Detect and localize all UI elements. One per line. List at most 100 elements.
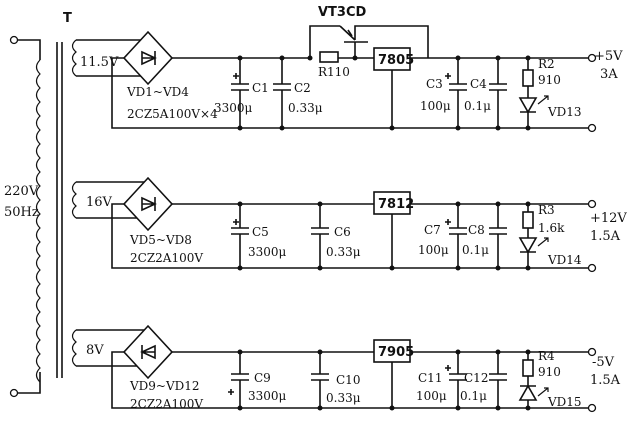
transistor-label: VT3CD <box>318 5 367 20</box>
c12-capacitor <box>489 352 507 408</box>
bridge-2-diode-icon <box>141 196 157 212</box>
c9-label: C9 <box>254 371 271 385</box>
transistor-vt3cd <box>309 25 429 58</box>
rail-5v: VD1~VD4 2CZ5A100V×4 C1 3300μ C2 0.33μ VT… <box>76 5 623 133</box>
c2-value: 0.33μ <box>288 101 323 115</box>
c1-label: C1 <box>252 81 269 95</box>
output-5v-terminal <box>587 53 597 63</box>
secondary-1-voltage: 11.5V <box>80 55 119 70</box>
junction-dot <box>237 405 243 411</box>
junction-dot <box>495 405 501 411</box>
input-voltage-label: 220V <box>4 184 39 199</box>
junction-dot <box>495 125 501 131</box>
bridge-2-label-a: VD5~VD8 <box>129 233 192 247</box>
output-5v-ground-terminal <box>587 123 597 133</box>
output-12v-ground-terminal <box>587 263 597 273</box>
c4-label: C4 <box>470 77 487 91</box>
r1-resistor <box>319 51 339 63</box>
junction-dot <box>279 55 285 61</box>
junction-dot <box>237 349 243 355</box>
regulator-7805-leads <box>391 57 590 128</box>
led-vd14-arrow-icon <box>537 237 549 247</box>
junction-dot <box>317 405 323 411</box>
junction-dot <box>317 349 323 355</box>
c11-value: 100μ <box>416 389 447 403</box>
secondary-3-voltage: 8V <box>86 343 104 358</box>
regulator-7905-label: 7905 <box>378 345 414 360</box>
junction-dot <box>525 405 531 411</box>
c2-label: C2 <box>294 81 311 95</box>
junction-dot <box>237 55 243 61</box>
r2-value: 910 <box>538 73 561 87</box>
regulator-7805-label: 7805 <box>378 53 414 68</box>
c6-value: 0.33μ <box>326 245 361 259</box>
c1-capacitor <box>231 58 249 128</box>
bridge-1-label-a: VD1~VD4 <box>126 85 189 99</box>
output-12v-terminal <box>587 199 597 209</box>
r4-value: 910 <box>538 365 561 379</box>
rail-neg5v-bus-wires <box>111 351 590 409</box>
primary-winding <box>35 59 41 383</box>
c8-value: 0.1μ <box>462 243 489 257</box>
c5-value: 3300μ <box>248 245 287 259</box>
c8-capacitor <box>489 204 507 268</box>
transformer-label: T <box>63 11 72 26</box>
secondary-winding-3 <box>71 329 77 367</box>
rail-12v-bus-wires <box>111 203 590 269</box>
r4-label: R4 <box>538 349 555 363</box>
bridge-3-label-a: VD9~VD12 <box>129 379 200 393</box>
c7-capacitor <box>445 204 467 268</box>
led-vd15-arrow-icon <box>537 387 549 397</box>
led-vd13-label: VD13 <box>547 105 582 119</box>
junction-dot <box>495 55 501 61</box>
c10-value: 0.33μ <box>326 391 361 405</box>
input-frequency-label: 50Hz <box>4 205 39 220</box>
junction-dot <box>237 201 243 207</box>
output-12v-current: 1.5A <box>590 229 621 244</box>
c3-label: C3 <box>426 77 443 91</box>
output-neg5v-terminal <box>587 347 597 357</box>
c12-label: C12 <box>464 371 488 385</box>
junction-dot <box>455 265 461 271</box>
rail-neg5v: VD9~VD12 2CZ2A100V C9 3300μ C10 0.33μ 79… <box>76 324 621 413</box>
c5-label: C5 <box>252 225 269 239</box>
junction-dot <box>279 125 285 131</box>
junction-dot <box>237 265 243 271</box>
junction-dot <box>455 125 461 131</box>
output-12v-voltage: +12V <box>590 211 627 226</box>
c6-capacitor <box>311 204 329 268</box>
r2-resistor <box>522 69 534 87</box>
bridge-3-label-b: 2CZ2A100V <box>130 397 203 411</box>
input-terminal-top <box>9 35 19 45</box>
c9-value: 3300μ <box>248 389 287 403</box>
led-vd14-label: VD14 <box>547 253 582 267</box>
c3-value: 100μ <box>420 99 451 113</box>
output-5v-voltage: +5V <box>594 49 623 64</box>
primary-leads <box>18 39 41 394</box>
junction-dot <box>389 405 395 411</box>
junction-dot <box>495 349 501 355</box>
bridge-3-diode-icon <box>140 344 156 360</box>
c11-capacitor <box>445 352 467 408</box>
junction-dot <box>317 265 323 271</box>
c3-capacitor <box>445 58 467 128</box>
led-vd15-label: VD15 <box>547 395 582 409</box>
c4-capacitor <box>489 58 507 128</box>
transformer: T 220V 50Hz 11.5V 16V 8V <box>4 11 119 398</box>
junction-dot <box>525 201 531 207</box>
junction-dot <box>455 405 461 411</box>
junction-dot <box>455 349 461 355</box>
c7-value: 100μ <box>418 243 449 257</box>
r1-label: R110 <box>318 65 350 79</box>
junction-dot <box>525 349 531 355</box>
bridge-1-label-b: 2CZ5A100V×4 <box>127 107 218 121</box>
led-vd13-arrow-icon <box>537 95 549 105</box>
junction-dot <box>495 201 501 207</box>
led-vd15 <box>518 384 538 401</box>
output-neg5v-ground-terminal <box>587 403 597 413</box>
c1-value: 3300μ <box>214 101 253 115</box>
junction-dot <box>389 265 395 271</box>
bridge-2-label-b: 2CZ2A100V <box>130 251 203 265</box>
r3-value: 1.6k <box>538 221 565 235</box>
